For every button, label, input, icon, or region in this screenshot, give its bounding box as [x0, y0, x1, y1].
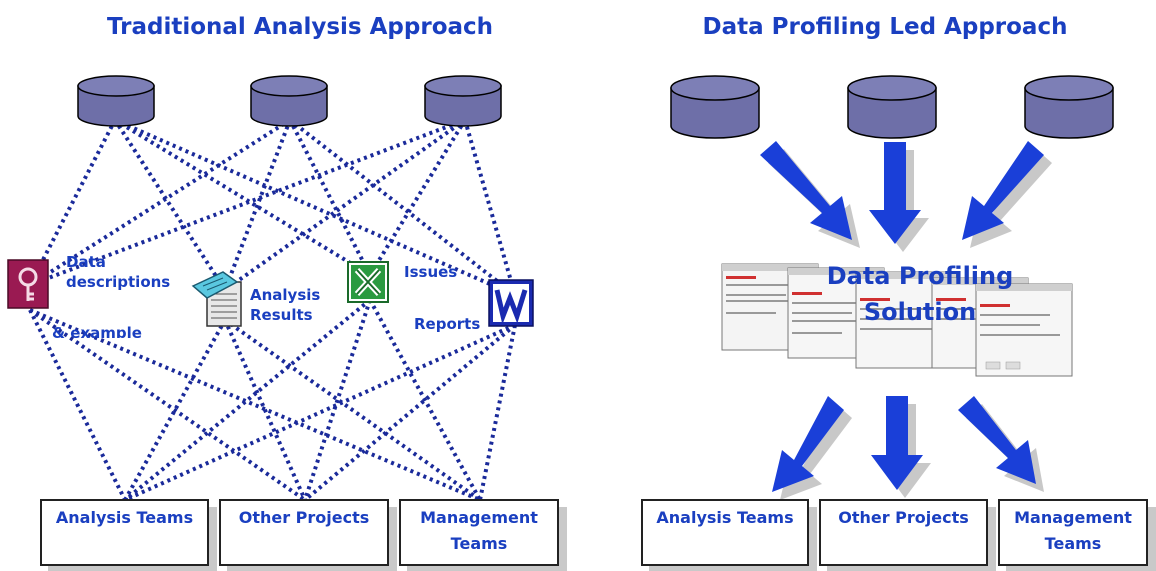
label-reports: Reports [414, 315, 481, 333]
right-team-analysis: Analysis Teams [641, 499, 809, 566]
label-example: & example [52, 324, 142, 338]
right-team-management: Management Teams [998, 499, 1148, 566]
database-right-1 [670, 75, 760, 139]
label-analysis-results: Analysis Results [250, 286, 321, 324]
arrows-out [772, 396, 1044, 500]
word-icon [488, 279, 534, 327]
right-panel-title: Data Profiling Led Approach [702, 14, 1068, 40]
arrows-in [760, 141, 1052, 252]
profiling-solution-label: Data Profiling Solution [826, 262, 1014, 326]
left-panel-title: Traditional Analysis Approach [106, 14, 494, 40]
profiling-screenshots [721, 263, 1073, 377]
connection-lines [28, 118, 517, 502]
access-key-icon [7, 259, 49, 309]
right-team-other-projects: Other Projects [819, 499, 988, 566]
excel-icon [347, 261, 389, 303]
database-right-3 [1024, 75, 1114, 139]
database-left-1 [77, 75, 155, 127]
label-data-descriptions: Data descriptions [66, 253, 171, 291]
database-left-2 [250, 75, 328, 127]
label-issues: Issues [404, 263, 458, 281]
left-team-analysis: Analysis Teams [40, 499, 209, 566]
left-team-other-projects: Other Projects [219, 499, 389, 566]
notepad-icon [191, 271, 242, 327]
left-team-management: Management Teams [399, 499, 559, 566]
database-right-2 [847, 75, 937, 139]
database-left-3 [424, 75, 502, 127]
